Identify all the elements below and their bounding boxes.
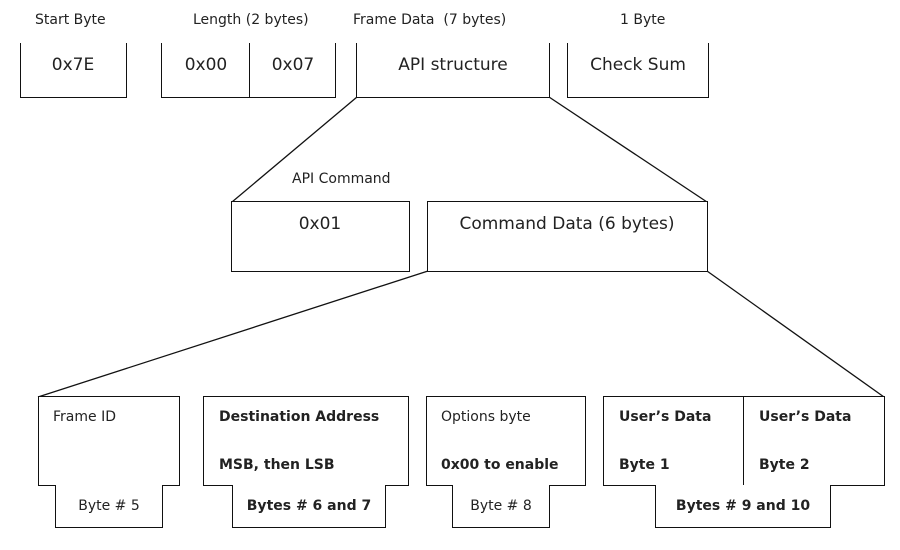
frame-data-label: Frame Data (7 bytes) [353, 12, 507, 28]
connector-frame-to-api-left [231, 96, 358, 203]
command-data-value: Command Data (6 bytes) [459, 214, 675, 234]
user-data-1-subtitle: Byte 1 [619, 457, 670, 473]
user-data-2-box [743, 396, 885, 486]
checksum-value: Check Sum [590, 55, 686, 75]
connector-cmd-to-fields-right [706, 270, 885, 398]
destination-bytes: Bytes # 6 and 7 [246, 498, 372, 514]
user-bytes: Bytes # 9 and 10 [675, 498, 811, 514]
command-data-box [427, 201, 708, 272]
options-byte-title: Options byte [441, 409, 531, 425]
user-data-1-box [603, 396, 745, 486]
frame-id-box [38, 396, 180, 486]
api-command-box [231, 201, 410, 272]
frame-id-title: Frame ID [53, 409, 116, 425]
user-data-2-title: User’s Data [759, 409, 852, 425]
user-bytes-box [655, 485, 831, 528]
length-msb-value: 0x00 [184, 55, 228, 75]
user-data-1-title: User’s Data [619, 409, 712, 425]
length-lsb-value: 0x07 [271, 55, 315, 75]
options-bytes-box [452, 485, 550, 528]
options-bytes: Byte # 8 [470, 498, 532, 514]
connector-frame-to-api-right [548, 96, 708, 203]
api-command-label: API Command [292, 171, 391, 187]
start-byte-box [20, 43, 127, 98]
api-command-value: 0x01 [298, 214, 342, 234]
checksum-label: 1 Byte [620, 12, 666, 28]
length-lsb-box [249, 43, 336, 98]
frame-data-value: API structure [398, 55, 508, 75]
length-label: Length (2 bytes) [193, 12, 309, 28]
frame-data-box [356, 43, 550, 98]
destination-address-title: Destination Address [219, 409, 380, 425]
frame-id-bytes: Byte # 5 [78, 498, 140, 514]
destination-address-subtitle: MSB, then LSB [219, 457, 335, 473]
start-byte-label: Start Byte [35, 12, 106, 28]
user-data-2-subtitle: Byte 2 [759, 457, 810, 473]
options-byte-subtitle: 0x00 to enable [441, 457, 559, 473]
start-byte-value: 0x7E [51, 55, 95, 75]
checksum-box [567, 43, 709, 98]
destination-address-box [203, 396, 409, 486]
frame-id-bytes-box [55, 485, 163, 528]
destination-bytes-box [232, 485, 386, 528]
connector-cmd-to-fields-left [37, 270, 429, 398]
